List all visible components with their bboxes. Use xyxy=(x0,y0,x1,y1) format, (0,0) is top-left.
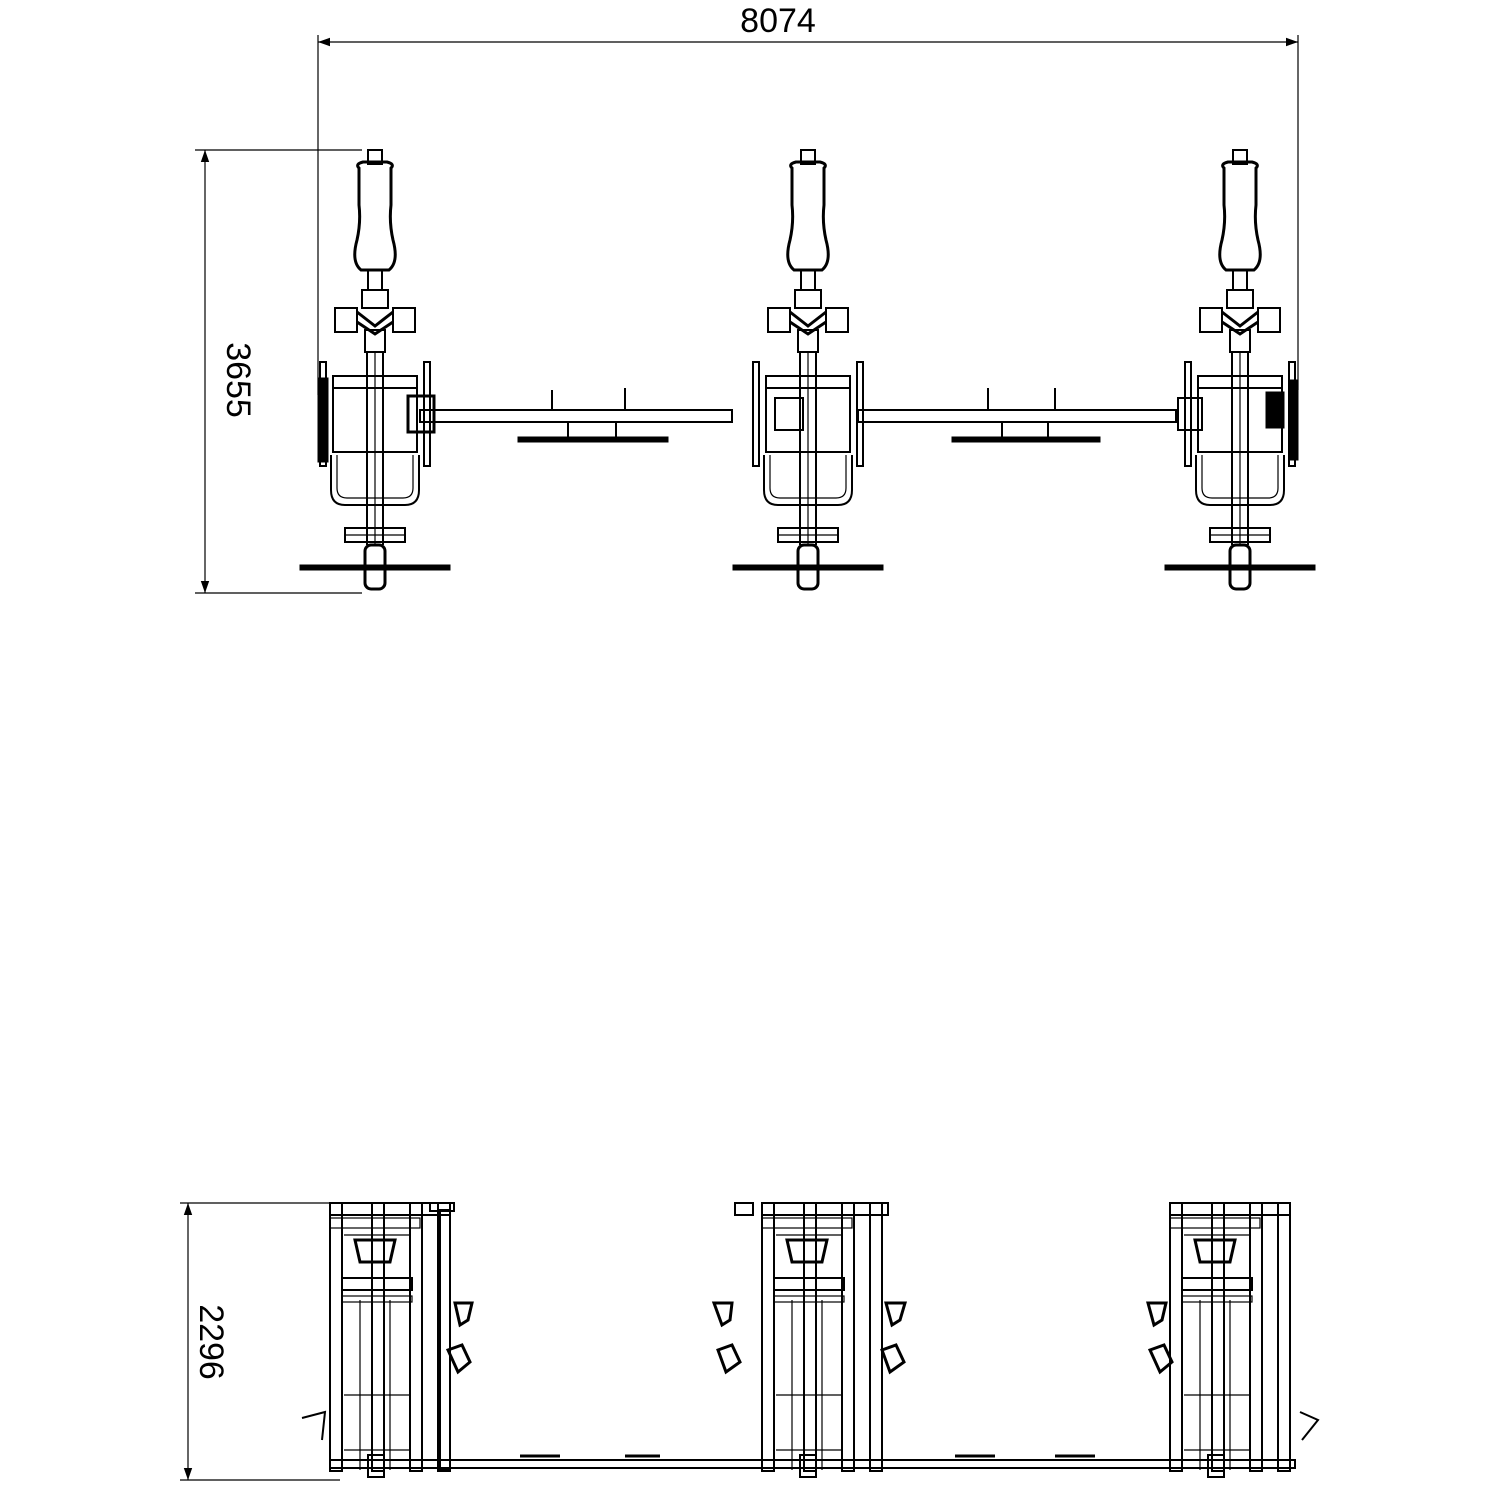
weight-plate-left xyxy=(406,394,436,434)
connecting-beam-right xyxy=(857,388,1177,443)
top-view-depth-label: 3655 xyxy=(219,342,257,418)
front-base-beam xyxy=(329,1454,1296,1469)
weight-stack-left xyxy=(317,377,329,463)
station-front-left xyxy=(328,1201,452,1479)
side-lever-right xyxy=(1299,1411,1320,1441)
station-top-left xyxy=(298,148,452,591)
station-front-center xyxy=(760,1201,884,1479)
handle-left xyxy=(429,1202,474,1471)
side-lever-left xyxy=(301,1410,327,1441)
connector-center xyxy=(774,397,804,431)
station-top-center xyxy=(731,148,885,591)
handle-right xyxy=(1146,1301,1174,1375)
station-top-right xyxy=(1163,148,1317,591)
station-front-right xyxy=(1168,1201,1292,1479)
connecting-beam-left xyxy=(419,388,733,443)
handle-center-right xyxy=(869,1202,908,1375)
front-view-height-label: 2296 xyxy=(192,1304,230,1380)
weight-stack-right xyxy=(1289,379,1299,461)
overall-width-label: 8074 xyxy=(740,2,816,40)
handle-center-left xyxy=(711,1202,754,1375)
weight-plate-right xyxy=(1265,391,1285,429)
connector-right xyxy=(1177,397,1203,431)
